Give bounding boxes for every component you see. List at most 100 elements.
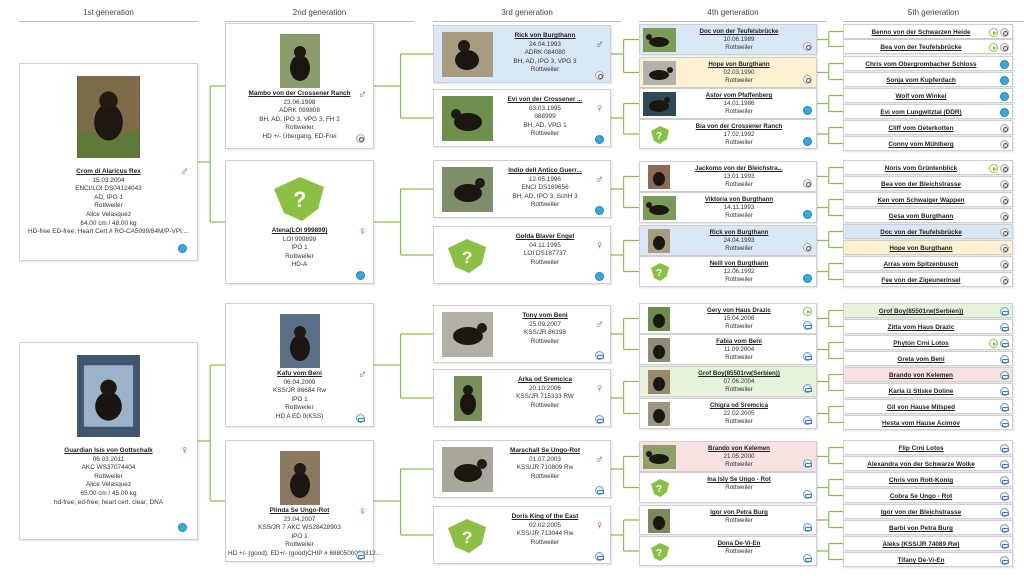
dog-card-gen5-29[interactable]: Barbi von Petra Burg — [843, 520, 1013, 535]
magnifier-icon[interactable] — [1000, 28, 1009, 37]
car-icon[interactable] — [803, 554, 812, 563]
dog-name-link[interactable]: Sonja vom Kupferdach — [886, 77, 956, 84]
magnifier-icon[interactable] — [1000, 276, 1009, 285]
dog-name-link[interactable]: Phyton Crni Lotos — [893, 340, 949, 347]
dog-name-link[interactable]: Brando von Kelemen — [889, 372, 953, 379]
dog-name-link[interactable]: Evi vom Lungwitztal (DDR) — [880, 109, 962, 116]
dog-card-gen5-28[interactable]: Igor von der Bleichstrasse — [843, 504, 1013, 519]
dog-photo[interactable] — [648, 338, 670, 362]
dog-photo[interactable] — [648, 402, 670, 426]
dog-photo[interactable] — [454, 376, 482, 421]
dog-photo[interactable] — [643, 92, 676, 116]
video-play-icon[interactable] — [989, 164, 998, 173]
dog-card-gen3-1[interactable]: ♀ Evi von der Crossener ... 03.03.1995 0… — [433, 89, 611, 147]
car-icon[interactable] — [1000, 508, 1009, 517]
car-icon[interactable] — [1000, 476, 1009, 485]
dog-name-link[interactable]: Chris von Rott-Konig — [888, 477, 954, 484]
dog-name-link[interactable]: Guardian Isis von Gottschalk — [64, 447, 153, 454]
dog-name-link[interactable]: Gery von Haus Drazic — [707, 307, 771, 314]
dog-name-link[interactable]: Jackomo von der Bleichstra... — [695, 165, 783, 172]
dog-card-gen5-14[interactable]: Arras vom Spitzenbusch — [843, 256, 1013, 271]
dog-name-link[interactable]: Igor von Petra Burg — [710, 509, 768, 516]
dog-card-gen5-10[interactable]: Ken vom Schwaiger Wappen — [843, 192, 1013, 207]
dog-name-link[interactable]: Crom di Alaricus Rex — [76, 168, 141, 175]
info-circle-icon[interactable] — [1000, 108, 1009, 117]
dog-name-link[interactable]: Doris King of the East — [511, 513, 579, 520]
dog-name-link[interactable]: Viktoria von Burgthann — [704, 196, 774, 203]
dog-name-link[interactable]: Fabia vom Beni — [716, 338, 762, 345]
car-icon[interactable] — [1000, 524, 1009, 533]
dog-photo[interactable] — [648, 229, 670, 253]
info-circle-icon[interactable] — [803, 210, 812, 219]
info-circle-icon[interactable] — [178, 523, 187, 532]
dog-name-link[interactable]: Arka od Sremcica — [518, 376, 572, 383]
car-icon[interactable] — [595, 351, 604, 360]
dog-card-gen5-18[interactable]: Phyton Crni Lotos — [843, 335, 1013, 350]
dog-name-link[interactable]: Cobra Se Ungo - Rot — [889, 493, 953, 500]
dog-card-gen5-23[interactable]: Hesta vom Hause Acimov — [843, 415, 1013, 430]
dog-card-gen5-5[interactable]: Evi vom Lungwitztal (DDR) — [843, 104, 1013, 119]
dog-name-link[interactable]: Conny vom Mühlberg — [888, 141, 954, 148]
dog-name-link[interactable]: Tony vom Beni — [522, 312, 568, 319]
dog-name-link[interactable]: Ken vom Schwaiger Wappen — [877, 197, 965, 204]
dog-name-link[interactable]: Tifany De-Vi-En — [897, 557, 945, 564]
video-play-icon[interactable] — [989, 339, 998, 348]
dog-card-gen5-0[interactable]: Benno von der Schwarzen Heide — [843, 24, 1013, 39]
info-circle-icon[interactable] — [1000, 60, 1009, 69]
dog-name-link[interactable]: Arras vom Spitzenbusch — [883, 261, 959, 268]
dog-card-gen5-17[interactable]: Zitta vom Haus Drazic — [843, 319, 1013, 334]
info-circle-icon[interactable] — [1000, 76, 1009, 85]
car-icon[interactable] — [803, 523, 812, 532]
dog-card-gen3-0[interactable]: ♂ Rick von Burgthann 24.04.1993 ADRK 084… — [433, 25, 611, 83]
car-icon[interactable] — [1000, 419, 1009, 428]
dog-card-gen5-11[interactable]: Gesa vom Burgthann — [843, 208, 1013, 223]
dog-name-link[interactable]: Bea von der Bleichstrasse — [881, 181, 961, 188]
magnifier-icon[interactable] — [1000, 43, 1009, 52]
dog-photo[interactable] — [280, 314, 320, 368]
dog-name-link[interactable]: Chris vom Obergrombacher Schloss — [865, 61, 977, 68]
dog-card-gen5-8[interactable]: Noris vom Grüntenblick — [843, 160, 1013, 175]
dog-card-gen5-24[interactable]: Flip Crni Lotos — [843, 440, 1013, 455]
dog-photo[interactable] — [442, 312, 493, 357]
dog-name-link[interactable]: Astor vom Pfaffenberg — [705, 92, 773, 99]
dog-card-gen5-27[interactable]: Cobra Se Ungo - Rot — [843, 488, 1013, 503]
dog-card-gen5-15[interactable]: Fee von der Zigeunerinsel — [843, 272, 1013, 287]
magnifier-icon[interactable] — [356, 134, 365, 143]
dog-card-gen5-1[interactable]: Bea von der Teufelsbrücke — [843, 39, 1013, 54]
dog-card-gen1-1[interactable]: ♀ Guardian Isis von Gottschalk 06.03.201… — [19, 342, 198, 540]
dog-card-gen5-2[interactable]: Chris vom Obergrombacher Schloss — [843, 56, 1013, 71]
dog-card-gen5-16[interactable]: Grof Boy(85501rw(Serbien)) — [843, 303, 1013, 318]
dog-card-gen1-0[interactable]: ♂ Crom di Alaricus Rex 15.03.2004 ENCI/L… — [19, 63, 198, 261]
dog-name-link[interactable]: Gil von Hause Milsped — [886, 404, 956, 411]
car-icon[interactable] — [1000, 355, 1009, 364]
car-icon[interactable] — [1000, 460, 1009, 469]
dog-card-gen5-9[interactable]: Bea von der Bleichstrasse — [843, 176, 1013, 191]
info-circle-icon[interactable] — [595, 135, 604, 144]
car-icon[interactable] — [1000, 540, 1009, 549]
car-icon[interactable] — [1000, 323, 1009, 332]
car-icon[interactable] — [1000, 371, 1009, 380]
dog-name-link[interactable]: Alexandra von der Schwarze Wolke — [867, 461, 975, 468]
dog-name-link[interactable]: Zitta vom Haus Drazic — [887, 324, 955, 331]
dog-name-link[interactable]: Hesta vom Hause Acimov — [882, 420, 960, 427]
dog-name-link[interactable]: Evi von der Crossener ... — [507, 96, 583, 103]
dog-name-link[interactable]: Benno von der Schwarzen Heide — [871, 29, 971, 36]
magnifier-icon[interactable] — [1000, 140, 1009, 149]
dog-photo[interactable] — [77, 76, 140, 158]
dog-card-gen5-30[interactable]: Aleks (KSS/JR 74089 Rw) — [843, 536, 1013, 551]
dog-name-link[interactable]: Marschall Se Ungo-Rot — [510, 447, 580, 454]
dog-name-link[interactable]: Barbi von Petra Burg — [889, 525, 953, 532]
car-icon[interactable] — [595, 552, 604, 561]
car-icon[interactable] — [803, 459, 812, 468]
dog-card-gen5-12[interactable]: Doc von der Teufelsbrücke — [843, 224, 1013, 239]
magnifier-icon[interactable] — [1000, 124, 1009, 133]
dog-name-link[interactable]: Dona De-Vi-En — [717, 540, 761, 547]
dog-name-link[interactable]: Doc von der Teufelsbrücke — [880, 229, 962, 236]
